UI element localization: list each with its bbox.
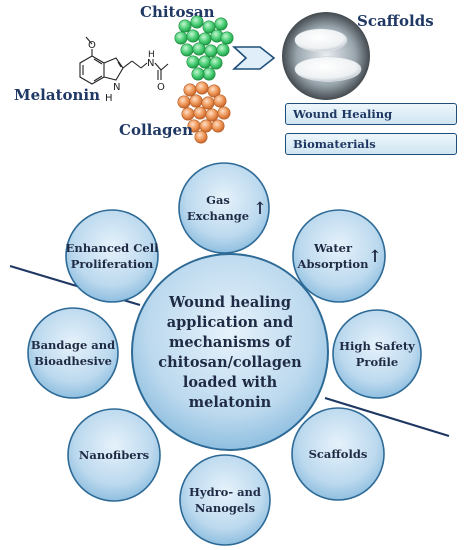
chitosan-label: Chitosan (140, 3, 215, 21)
chitosan-particle (190, 15, 204, 29)
collagen-particle (181, 107, 195, 121)
chitosan-particle (174, 31, 188, 45)
bubble-circle (292, 209, 386, 303)
bubble-circle (178, 162, 270, 254)
bubble-label-line: Bioadhesive (34, 354, 112, 368)
melatonin-label: Melatonin (14, 86, 100, 104)
bubble-circle (179, 454, 271, 546)
bubble-label-line: Exchange (187, 209, 249, 223)
bubble-circle (65, 209, 159, 303)
chitosan-particle (202, 67, 216, 81)
bubble-label-line: Hydro- and (189, 485, 261, 499)
bubble-label-line: Scaffolds (309, 447, 368, 461)
bubble-label-line: Proliferation (71, 257, 154, 271)
chitosan-particle (198, 32, 212, 46)
chitosan-particles (174, 15, 234, 81)
chitosan-particle (209, 56, 223, 70)
wound-healing-box: Wound Healing (285, 103, 457, 125)
collagen-particle (217, 106, 231, 120)
bubble-label-line: Bandage and (31, 338, 115, 352)
collagen-particle (195, 81, 209, 95)
scaffolds-photo-label: Scaffolds (357, 12, 434, 30)
collagen-label: Collagen (119, 121, 193, 139)
bubble-label-line: Water (313, 241, 353, 255)
bubble-circle (332, 309, 422, 399)
biomaterials-box: Biomaterials (285, 133, 457, 155)
bubble-circle (67, 408, 161, 502)
up-arrow-icon: ↑ (368, 247, 382, 267)
atom-h-indole: H (105, 93, 113, 104)
center-text-line: Wound healing (168, 294, 291, 311)
chitosan-particle (204, 44, 218, 58)
collagen-particle (201, 96, 215, 110)
bubble-label-line: Nanogels (195, 501, 255, 515)
atom-o-methoxy: O (88, 40, 96, 51)
center-text-line: melatonin (189, 394, 272, 411)
chitosan-particle (192, 42, 206, 56)
bubble-label-line: Absorption (297, 257, 370, 271)
collagen-particle (193, 106, 207, 120)
bubble-scaffolds: Scaffolds (291, 407, 385, 501)
chitosan-particle (186, 55, 200, 69)
divider-line-right (324, 396, 450, 438)
collagen-particle (183, 83, 197, 97)
scaffold-photo (282, 12, 370, 100)
chitosan-particle (186, 29, 200, 43)
atom-o-carbonyl: O (157, 82, 165, 93)
atom-n-indole: N (113, 82, 120, 93)
bubble-circle (27, 307, 119, 399)
arrow-right-icon (231, 46, 276, 70)
bubble-label-line: High Safety (339, 339, 415, 353)
bubble-label-line: Gas (206, 193, 230, 207)
collagen-particle (213, 94, 227, 108)
up-arrow-icon: ↑ (253, 199, 267, 219)
chitosan-particle (202, 20, 216, 34)
melatonin-molecule (79, 36, 169, 85)
center-text-line: mechanisms of (169, 334, 293, 351)
chitosan-particle (191, 67, 205, 81)
collagen-particle (205, 108, 219, 122)
chitosan-particle (216, 43, 230, 57)
bubble-circle (291, 407, 385, 501)
atom-h-amide: H (148, 50, 155, 60)
bubble-nanofibers: Nanofibers (67, 408, 161, 502)
bubble-label-line: Nanofibers (79, 448, 149, 462)
center-circle (131, 253, 329, 451)
collagen-particle (194, 130, 208, 144)
collagen-particle (199, 119, 213, 133)
chitosan-particle (220, 31, 234, 45)
center-text-line: loaded with (183, 374, 278, 391)
collagen-particles (177, 81, 231, 144)
chitosan-particle (180, 43, 194, 57)
center-text-line: application and (167, 314, 293, 331)
chitosan-particle (178, 19, 192, 33)
collagen-particle (189, 94, 203, 108)
chitosan-particle (198, 55, 212, 69)
center-text: Wound healing application and mechanisms o… (158, 294, 302, 411)
collagen-particle (177, 95, 191, 109)
collagen-particle (211, 119, 225, 133)
collagen-particle (207, 84, 221, 98)
bubble-label-line: Enhanced Cell (66, 241, 160, 255)
bubble-label-line: Profile (356, 355, 398, 369)
center-text-line: chitosan/collagen (158, 354, 302, 371)
chitosan-particle (214, 17, 228, 31)
atom-n-amide: N (147, 58, 154, 69)
